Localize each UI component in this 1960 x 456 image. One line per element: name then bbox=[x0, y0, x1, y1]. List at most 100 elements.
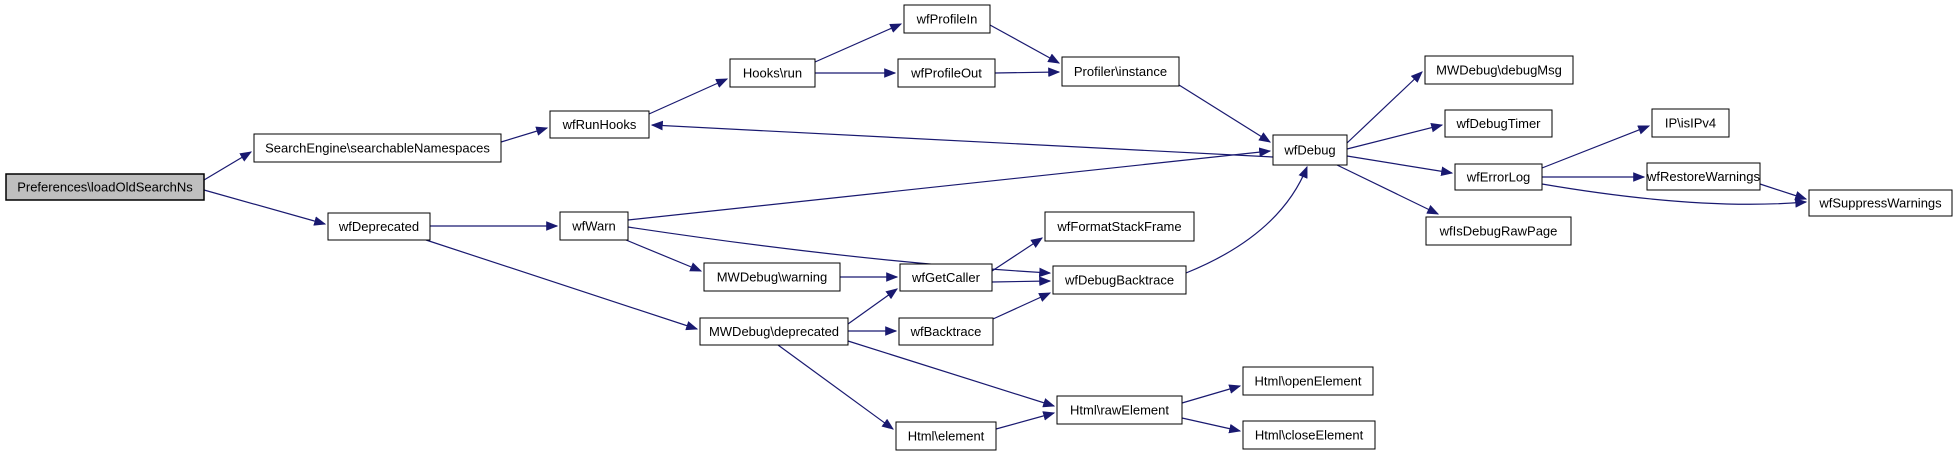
edge-wfWarn-to-mwWarning bbox=[625, 239, 703, 272]
node-label-wfRestoreWarnings: wfRestoreWarnings bbox=[1646, 169, 1760, 184]
node-box-wfProfileOut[interactable] bbox=[897, 58, 996, 88]
edge-wfProfileIn-to-profilerInstance bbox=[989, 24, 1061, 64]
node-wfDebugBacktrace[interactable]: wfDebugBacktrace bbox=[1052, 265, 1187, 295]
edge-mwDeprecated-to-htmlRawElement bbox=[847, 340, 1056, 408]
node-label-mwDebugMsg: MWDebug\debugMsg bbox=[1436, 63, 1562, 78]
node-box-searchableNamespaces[interactable] bbox=[253, 133, 502, 163]
node-box-wfGetCaller[interactable] bbox=[899, 263, 993, 292]
node-label-wfErrorLog: wfErrorLog bbox=[1466, 170, 1531, 185]
node-wfIsDebugRawPage[interactable]: wfIsDebugRawPage bbox=[1425, 216, 1572, 246]
edge-htmlRawElement-to-htmlOpenElement bbox=[1181, 384, 1242, 404]
edge-wfDebugBacktrace-to-wfDebug bbox=[1185, 165, 1308, 274]
node-box-wfRunHooks[interactable] bbox=[549, 110, 650, 139]
node-box-wfDeprecated[interactable] bbox=[327, 212, 431, 241]
node-box-wfFormatStackFrame[interactable] bbox=[1044, 211, 1195, 242]
node-wfDebugTimer[interactable]: wfDebugTimer bbox=[1444, 109, 1553, 138]
node-label-mwWarning: MWDebug\warning bbox=[717, 270, 828, 285]
node-label-searchableNamespaces: SearchEngine\searchableNamespaces bbox=[265, 141, 490, 156]
node-label-wfProfileIn: wfProfileIn bbox=[916, 12, 978, 27]
node-mwDeprecated[interactable]: MWDebug\deprecated bbox=[699, 317, 849, 346]
edge-wfGetCaller-to-wfDebugBacktrace bbox=[991, 276, 1052, 286]
node-hooksRun[interactable]: Hooks\run bbox=[729, 58, 816, 88]
node-box-profilerInstance[interactable] bbox=[1061, 56, 1180, 87]
edge-hooksRun-to-wfProfileIn bbox=[814, 23, 903, 63]
node-htmlOpenElement[interactable]: Html\openElement bbox=[1242, 366, 1374, 396]
node-label-wfDeprecated: wfDeprecated bbox=[338, 219, 419, 234]
node-profilerInstance[interactable]: Profiler\instance bbox=[1061, 56, 1180, 87]
edge-wfDebug-to-wfIsDebugRawPage bbox=[1336, 164, 1440, 215]
node-wfProfileOut[interactable]: wfProfileOut bbox=[897, 58, 996, 88]
edge-wfDebug-to-mwDebugMsg bbox=[1346, 71, 1423, 144]
node-wfGetCaller[interactable]: wfGetCaller bbox=[899, 263, 993, 292]
node-box-wfErrorLog[interactable] bbox=[1454, 163, 1543, 191]
edge-searchableNamespaces-to-wfRunHooks bbox=[500, 126, 549, 143]
edge-wfGetCaller-to-wfFormatStackFrame bbox=[991, 237, 1044, 272]
node-box-mwDebugMsg[interactable] bbox=[1424, 55, 1574, 85]
node-wfProfileIn[interactable]: wfProfileIn bbox=[903, 4, 991, 34]
node-wfFormatStackFrame[interactable]: wfFormatStackFrame bbox=[1044, 211, 1195, 242]
node-box-htmlElement[interactable] bbox=[895, 421, 997, 451]
node-label-wfRunHooks: wfRunHooks bbox=[562, 117, 637, 132]
node-label-loadOldSearchNs: Preferences\loadOldSearchNs bbox=[17, 180, 193, 195]
node-box-htmlRawElement[interactable] bbox=[1056, 395, 1183, 425]
node-box-wfRestoreWarnings[interactable] bbox=[1646, 162, 1761, 191]
node-label-mwDeprecated: MWDebug\deprecated bbox=[709, 324, 839, 339]
edge-profilerInstance-to-wfDebug bbox=[1178, 84, 1272, 143]
node-wfErrorLog[interactable]: wfErrorLog bbox=[1454, 163, 1543, 191]
node-label-wfIsDebugRawPage: wfIsDebugRawPage bbox=[1439, 224, 1558, 239]
node-wfDebug[interactable]: wfDebug bbox=[1272, 134, 1348, 166]
edge-htmlRawElement-to-htmlCloseElement bbox=[1181, 417, 1242, 434]
node-wfRunHooks[interactable]: wfRunHooks bbox=[549, 110, 650, 139]
node-box-wfProfileIn[interactable] bbox=[903, 4, 991, 34]
node-label-wfWarn: wfWarn bbox=[571, 219, 616, 234]
node-label-ipIsIPv4: IP\isIPv4 bbox=[1665, 116, 1716, 131]
node-htmlCloseElement[interactable]: Html\closeElement bbox=[1242, 420, 1376, 450]
edge-wfWarn-to-wfDebugBacktrace bbox=[627, 226, 1052, 278]
nodes-layer: Preferences\loadOldSearchNs SearchEngine\… bbox=[5, 4, 1953, 451]
node-box-mwWarning[interactable] bbox=[703, 262, 841, 292]
edge-wfErrorLog-to-ipIsIPv4 bbox=[1541, 125, 1651, 169]
node-label-htmlRawElement: Html\rawElement bbox=[1070, 403, 1169, 418]
edge-wfRestoreWarnings-to-wfSuppressWarnings bbox=[1759, 183, 1808, 201]
node-label-wfBacktrace: wfBacktrace bbox=[910, 324, 982, 339]
edge-wfDeprecated-to-mwDeprecated bbox=[425, 239, 699, 331]
node-box-wfDebug[interactable] bbox=[1272, 134, 1348, 166]
node-box-wfDebugBacktrace[interactable] bbox=[1052, 265, 1187, 295]
node-label-wfDebugTimer: wfDebugTimer bbox=[1455, 116, 1541, 131]
edge-wfErrorLog-to-wfSuppressWarnings bbox=[1541, 183, 1808, 208]
node-box-wfBacktrace[interactable] bbox=[898, 317, 994, 346]
node-label-wfDebugBacktrace: wfDebugBacktrace bbox=[1064, 273, 1174, 288]
node-box-wfIsDebugRawPage[interactable] bbox=[1425, 216, 1572, 246]
node-htmlRawElement[interactable]: Html\rawElement bbox=[1056, 395, 1183, 425]
node-htmlElement[interactable]: Html\element bbox=[895, 421, 997, 451]
node-label-htmlElement: Html\element bbox=[908, 429, 985, 444]
node-box-htmlCloseElement[interactable] bbox=[1242, 420, 1376, 450]
node-box-wfSuppressWarnings[interactable] bbox=[1808, 189, 1953, 217]
edge-wfDebug-to-wfErrorLog bbox=[1346, 155, 1454, 177]
node-box-ipIsIPv4[interactable] bbox=[1651, 108, 1730, 138]
node-ipIsIPv4[interactable]: IP\isIPv4 bbox=[1651, 108, 1730, 138]
node-searchableNamespaces[interactable]: SearchEngine\searchableNamespaces bbox=[253, 133, 502, 163]
node-mwWarning[interactable]: MWDebug\warning bbox=[703, 262, 841, 292]
node-mwDebugMsg[interactable]: MWDebug\debugMsg bbox=[1424, 55, 1574, 85]
node-label-wfSuppressWarnings: wfSuppressWarnings bbox=[1818, 196, 1942, 211]
node-wfRestoreWarnings[interactable]: wfRestoreWarnings bbox=[1646, 162, 1761, 191]
node-box-loadOldSearchNs bbox=[5, 173, 205, 201]
edge-wfDebug-to-wfDebugTimer bbox=[1346, 122, 1444, 150]
node-box-mwDeprecated[interactable] bbox=[699, 317, 849, 346]
edge-loadOldSearchNs-to-searchableNamespaces bbox=[203, 151, 253, 181]
node-label-profilerInstance: Profiler\instance bbox=[1074, 64, 1167, 79]
node-wfWarn[interactable]: wfWarn bbox=[559, 211, 629, 241]
node-label-wfProfileOut: wfProfileOut bbox=[910, 66, 982, 81]
node-wfDeprecated[interactable]: wfDeprecated bbox=[327, 212, 431, 241]
node-box-wfDebugTimer[interactable] bbox=[1444, 109, 1553, 138]
node-box-htmlOpenElement[interactable] bbox=[1242, 366, 1374, 396]
node-wfSuppressWarnings[interactable]: wfSuppressWarnings bbox=[1808, 189, 1953, 217]
edge-loadOldSearchNs-to-wfDeprecated bbox=[203, 189, 327, 226]
node-box-hooksRun[interactable] bbox=[729, 58, 816, 88]
node-box-wfWarn[interactable] bbox=[559, 211, 629, 241]
node-wfBacktrace[interactable]: wfBacktrace bbox=[898, 317, 994, 346]
node-label-hooksRun: Hooks\run bbox=[743, 66, 802, 81]
